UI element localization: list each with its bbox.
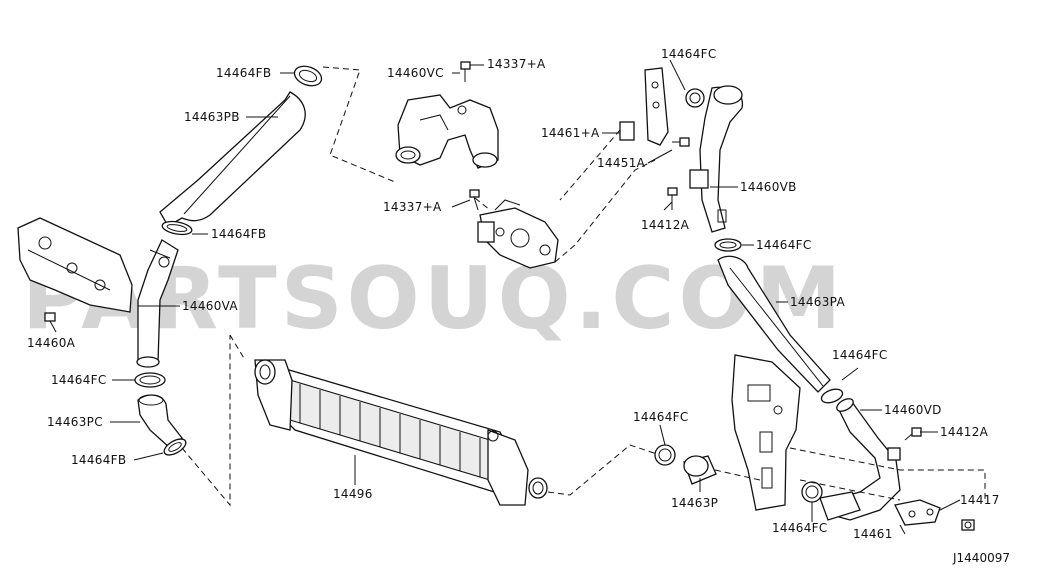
label-14417: 14417 xyxy=(960,493,1000,507)
hose-14463pc[interactable] xyxy=(137,394,183,449)
hose-14463p[interactable] xyxy=(683,455,717,485)
clamp-14464fc-br[interactable] xyxy=(801,481,823,503)
bolt-14417[interactable] xyxy=(961,519,975,531)
clamp-14464fc-center[interactable] xyxy=(654,444,676,466)
label-14464fb-mid: 14464FB xyxy=(211,227,266,241)
label-14463p: 14463P xyxy=(671,496,718,510)
label-14463pa: 14463PA xyxy=(790,295,845,309)
label-14460vc: 14460VC xyxy=(387,66,444,80)
clamp-14464fb-mid[interactable] xyxy=(161,219,193,236)
bolt-14412a-right[interactable] xyxy=(904,427,922,441)
label-14464fb-top: 14464FB xyxy=(216,66,271,80)
clamp-14464fc-mr[interactable] xyxy=(820,387,845,406)
bolt-14451a[interactable] xyxy=(672,137,690,147)
bolt-14412a-top[interactable] xyxy=(667,187,678,210)
intercooler-14496[interactable] xyxy=(254,359,548,506)
bolt-14337a-bottom[interactable] xyxy=(469,189,480,211)
label-14461a: 14461+A xyxy=(541,126,600,140)
label-14463pb: 14463PB xyxy=(184,110,240,124)
label-14464fc-right: 14464FC xyxy=(756,238,812,252)
clamp-14464fc-left[interactable] xyxy=(134,372,166,388)
label-14464fb-bottom: 14464FB xyxy=(71,453,126,467)
label-14460va: 14460VA xyxy=(182,299,238,313)
pipe-14460vc[interactable] xyxy=(395,94,499,169)
label-14464fc-mr: 14464FC xyxy=(832,348,888,362)
clamp-14464fb-top[interactable] xyxy=(292,63,324,89)
bolt-14337a-top[interactable] xyxy=(460,61,471,82)
hose-lower-right[interactable] xyxy=(819,491,861,521)
label-14464fc-br: 14464FC xyxy=(772,521,828,535)
clamp-14464fc-top[interactable] xyxy=(685,88,705,108)
label-14412a-right: 14412A xyxy=(940,425,989,439)
label-14412a-top: 14412A xyxy=(641,218,690,232)
label-14460vd: 14460VD xyxy=(884,403,942,417)
valve-actuator[interactable] xyxy=(477,199,559,269)
bolt-14460a[interactable] xyxy=(44,312,57,333)
bracket-14461[interactable] xyxy=(894,499,941,526)
bracket-plate-right[interactable] xyxy=(731,354,801,511)
label-14461: 14461 xyxy=(853,527,893,541)
label-14460vb: 14460VB xyxy=(740,180,797,194)
label-14460a: 14460A xyxy=(27,336,76,350)
label-14464fc-center: 14464FC xyxy=(633,410,689,424)
label-14463pc: 14463PC xyxy=(47,415,103,429)
label-14337a-bottom: 14337+A xyxy=(383,200,442,214)
label-14464fc-left: 14464FC xyxy=(51,373,107,387)
pipe-14460vb[interactable] xyxy=(689,85,743,233)
bracket-14461a[interactable] xyxy=(619,67,669,146)
label-14496: 14496 xyxy=(333,487,373,501)
label-14464fc-top: 14464FC xyxy=(661,47,717,61)
leader-lines xyxy=(110,59,961,535)
clamp-14464fb-bottom[interactable] xyxy=(162,436,189,458)
diagram-code: J1440097 xyxy=(952,551,1010,565)
pipe-14460vd[interactable] xyxy=(829,396,901,521)
label-14451a: 14451A xyxy=(597,156,646,170)
clamp-14464fc-right[interactable] xyxy=(714,238,742,252)
label-14337a-top: 14337+A xyxy=(487,57,546,71)
